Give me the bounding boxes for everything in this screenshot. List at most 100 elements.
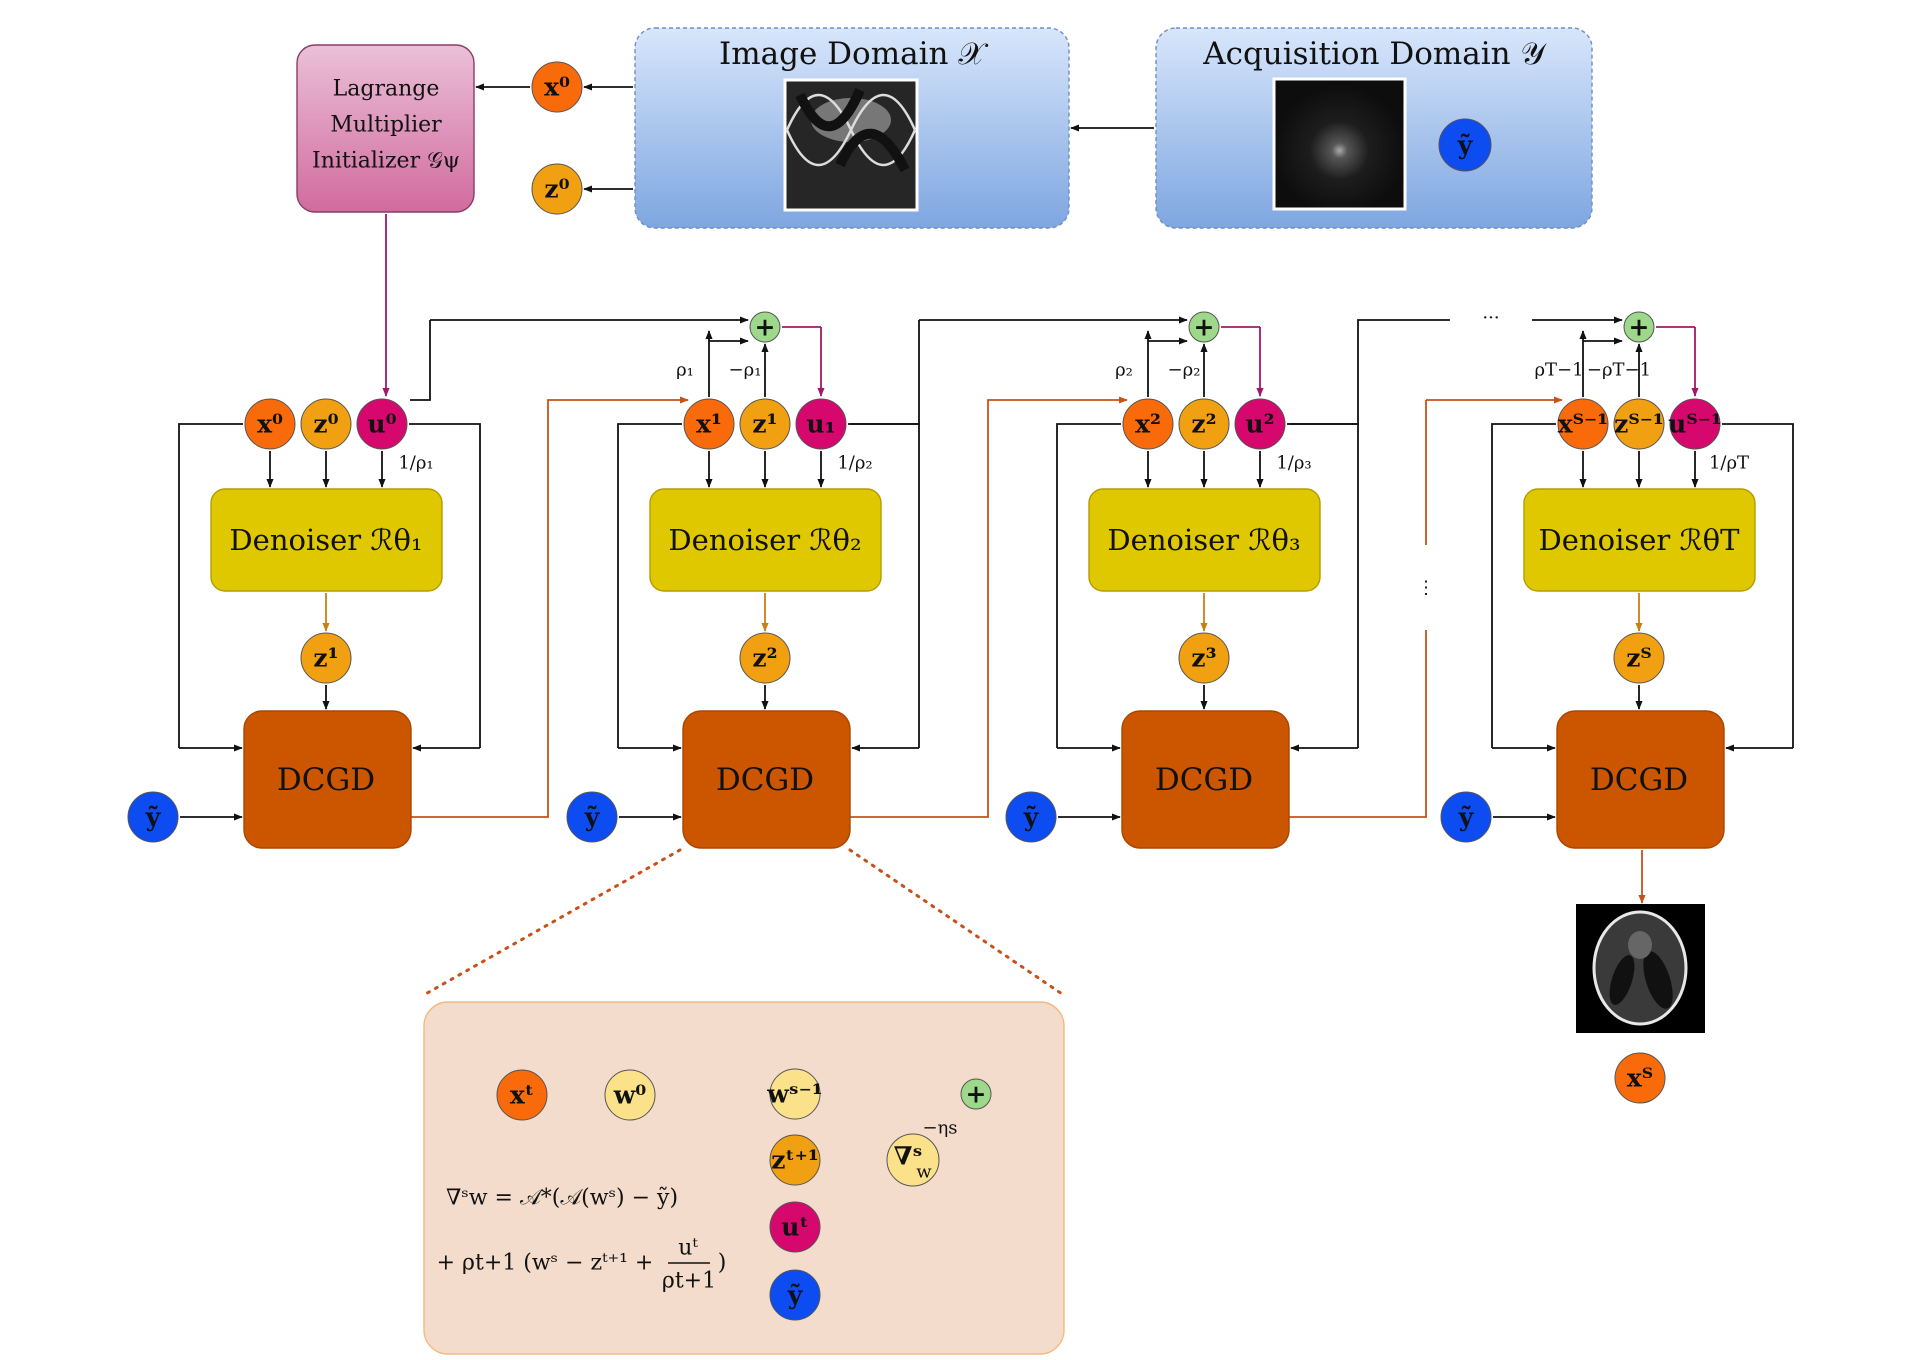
x-node-3: xᵀ⁻¹ bbox=[1557, 398, 1609, 450]
denoiser-label-0: Denoiser ℛθ₁ bbox=[229, 523, 422, 557]
z-node-2-label: z² bbox=[1191, 410, 1216, 439]
plus-node-1: + bbox=[749, 311, 781, 343]
plus-node-2-circle bbox=[1188, 311, 1220, 343]
detail-y-node-label: ỹ bbox=[787, 1281, 804, 1310]
detail-znext-node: zᵗ⁺¹ bbox=[769, 1134, 821, 1186]
y-tilde-input-1-circle bbox=[566, 791, 618, 843]
u-node-2: u² bbox=[1234, 398, 1286, 450]
u-node-2-label: u² bbox=[1245, 410, 1274, 439]
detail-y-node: ỹ bbox=[769, 1269, 821, 1321]
y-tilde-input-3-label: ỹ bbox=[1458, 803, 1475, 832]
phantom-top-spot bbox=[1628, 931, 1652, 959]
z-node-0-circle bbox=[300, 398, 352, 450]
y-tilde-input-1: ỹ bbox=[566, 791, 618, 843]
z0-output-node: z⁰ bbox=[531, 163, 583, 215]
detail-znext-node-label: zᵗ⁺¹ bbox=[771, 1146, 819, 1175]
dcgd-label-0: DCGD bbox=[277, 762, 375, 798]
detail-xt-node-circle bbox=[496, 1069, 548, 1121]
u-rail-0 bbox=[409, 423, 481, 748]
detail-plus-node: + bbox=[960, 1078, 992, 1110]
initializer-line-2: Initializer 𝒢ψ bbox=[312, 149, 460, 174]
detail-equation-line1: ∇ˢw = 𝒜*(𝒜(wˢ) − ỹ) bbox=[446, 1186, 678, 1211]
y-tilde-input-0-label: ỹ bbox=[145, 803, 162, 832]
u-node-1: u₁ bbox=[795, 398, 847, 450]
detail-ut-node-label: uᵗ bbox=[781, 1213, 808, 1242]
x-node-1-label: x¹ bbox=[696, 410, 722, 439]
u1-route-up bbox=[850, 320, 920, 425]
xT-output-node-label: xᵀ bbox=[1627, 1064, 1653, 1093]
z-node-3: zᵀ⁻¹ bbox=[1613, 398, 1665, 450]
y-tilde-input-0: ỹ bbox=[127, 791, 179, 843]
z-node-3-label: zᵀ⁻¹ bbox=[1614, 410, 1664, 439]
detail-w0-node-circle bbox=[604, 1069, 656, 1121]
y-tilde-input-2-circle bbox=[1005, 791, 1057, 843]
u-node-3-label: uᵀ⁻¹ bbox=[1668, 410, 1722, 439]
xT-output-node-circle bbox=[1614, 1052, 1666, 1104]
phantom-left-ventricle bbox=[1609, 955, 1635, 1005]
z-node-1-circle bbox=[739, 398, 791, 450]
denoiser-box-3 bbox=[1523, 488, 1756, 592]
detail-wprev-node: wˢ⁻¹ bbox=[766, 1068, 823, 1120]
denoiser-label-3: Denoiser ℛθT bbox=[1539, 523, 1741, 557]
detail-wprev-node-label: wˢ⁻¹ bbox=[766, 1080, 823, 1109]
x-rail-1 bbox=[617, 423, 682, 748]
inv-rho-label-0: 1/ρ₁ bbox=[398, 453, 433, 474]
u-rail-3 bbox=[1722, 423, 1794, 748]
y-tilde-acquisition: ỹ bbox=[1438, 118, 1492, 172]
z-node-1-label: z¹ bbox=[752, 410, 777, 439]
x-node-2-label: x² bbox=[1135, 410, 1161, 439]
plus-node-3-label: + bbox=[1629, 313, 1650, 342]
y-tilde-acquisition-label: ỹ bbox=[1457, 131, 1474, 160]
z0-output-node-circle bbox=[531, 163, 583, 215]
x-rail-0 bbox=[178, 423, 243, 748]
detail-gradient-label: ∇ˢ bbox=[894, 1142, 923, 1171]
zout-node-2: z³ bbox=[1178, 632, 1230, 684]
dcgd0-to-x1 bbox=[409, 396, 689, 818]
u-node-0-label: u⁰ bbox=[367, 410, 396, 439]
initializer-line-0: Lagrange bbox=[333, 77, 440, 102]
u-node-3: uᵀ⁻¹ bbox=[1668, 398, 1722, 450]
plus-node-3: + bbox=[1623, 311, 1655, 343]
dcgd-label-3: DCGD bbox=[1590, 762, 1688, 798]
dcgd-detail-panel bbox=[423, 1001, 1065, 1355]
zout-node-0: z¹ bbox=[300, 632, 352, 684]
x-node-0: x⁰ bbox=[244, 398, 296, 450]
neg-rho-label-1: −ρ₁ bbox=[729, 360, 762, 381]
detail-wprev-node-circle bbox=[769, 1068, 821, 1120]
x-node-2: x² bbox=[1122, 398, 1174, 450]
zout-node-3-label: zᵀ bbox=[1626, 644, 1652, 673]
zoom-dotted-right bbox=[848, 848, 1067, 998]
inv-rho-label-1: 1/ρ₂ bbox=[837, 453, 872, 474]
x-node-3-label: xᵀ⁻¹ bbox=[1558, 410, 1608, 439]
dcgd-box-1 bbox=[682, 710, 851, 849]
initializer-line-1: Multiplier bbox=[330, 113, 442, 138]
plus-node-1-label: + bbox=[755, 313, 776, 342]
x-node-0-circle bbox=[244, 398, 296, 450]
detail-equation-denominator: ρt+1 bbox=[662, 1269, 716, 1294]
acquisition-domain-title: Acquisition Domain 𝒴 bbox=[1202, 36, 1547, 72]
sinogram-curve-dark-2 bbox=[835, 128, 910, 173]
detail-plus-node-label: + bbox=[966, 1080, 987, 1109]
zout-node-1-circle bbox=[739, 632, 791, 684]
zout-node-0-label: z¹ bbox=[313, 644, 338, 673]
zout-node-2-circle bbox=[1178, 632, 1230, 684]
horizontal-ellipsis: ··· bbox=[1482, 308, 1499, 329]
zout-node-1-label: z² bbox=[752, 644, 777, 673]
inv-rho-label-3: 1/ρT bbox=[1709, 453, 1749, 474]
y-tilde-input-0-circle bbox=[127, 791, 179, 843]
dcgd-box-0 bbox=[243, 710, 412, 849]
y-tilde-acquisition-circle bbox=[1438, 118, 1492, 172]
dcgd-label-1: DCGD bbox=[716, 762, 814, 798]
detail-equation-numerator: uᵗ bbox=[678, 1236, 698, 1261]
z-node-0: z⁰ bbox=[300, 398, 352, 450]
plus-node-2-label: + bbox=[1194, 313, 1215, 342]
dcgd-box-2 bbox=[1121, 710, 1290, 849]
denoiser-box-0 bbox=[210, 488, 443, 592]
plus-node-3-circle bbox=[1623, 311, 1655, 343]
rho-label-3: ρT−1 bbox=[1534, 360, 1583, 381]
dcgd-box-3 bbox=[1556, 710, 1725, 849]
x-node-3-circle bbox=[1557, 398, 1609, 450]
zout-node-1: z² bbox=[739, 632, 791, 684]
zout-node-0-circle bbox=[300, 632, 352, 684]
z0-output-node-label: z⁰ bbox=[544, 175, 569, 204]
